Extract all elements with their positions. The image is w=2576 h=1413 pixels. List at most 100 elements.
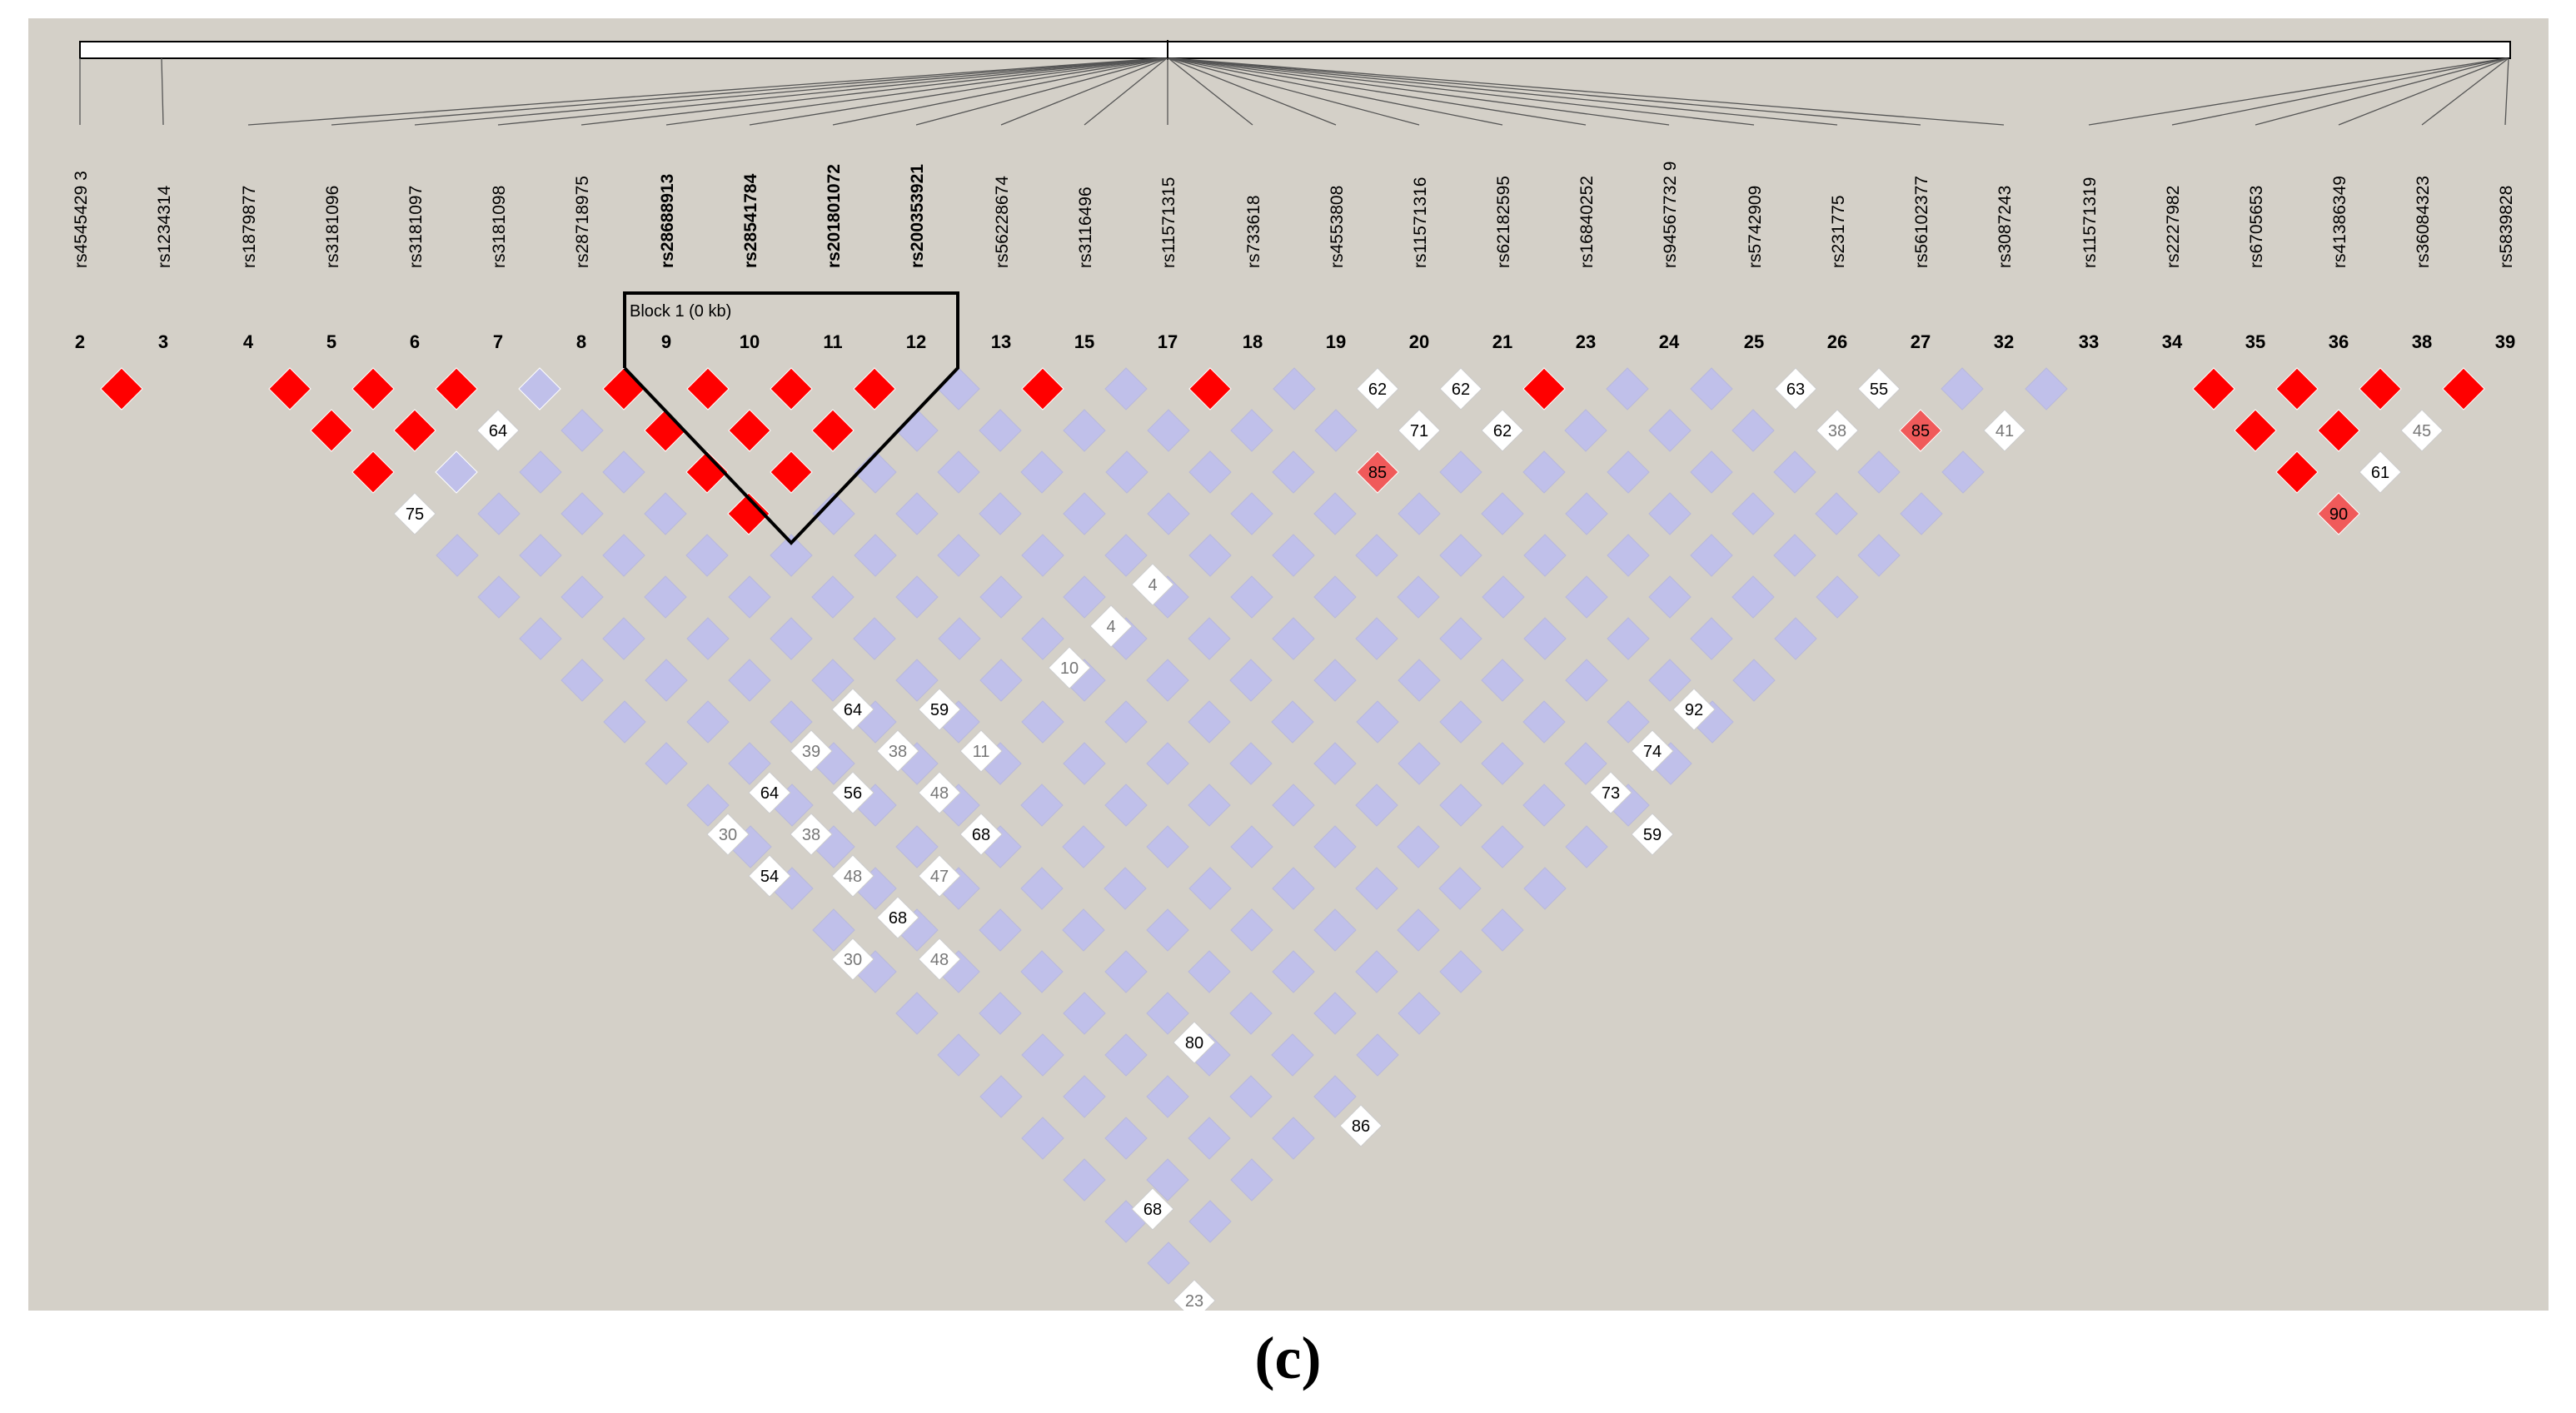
snp-connector bbox=[832, 57, 1167, 126]
ld-cell bbox=[1732, 659, 1776, 702]
ld-cell bbox=[1439, 700, 1482, 744]
ld-cell bbox=[561, 409, 604, 452]
ld-cell bbox=[1564, 409, 1607, 452]
ld-cell bbox=[854, 450, 897, 494]
ld-cell-value: 59 bbox=[930, 701, 949, 719]
snp-name-label: rs4553808 bbox=[1328, 186, 1347, 268]
ld-cell bbox=[1062, 908, 1105, 952]
snp-connector bbox=[749, 57, 1167, 126]
ld-cell bbox=[1020, 450, 1064, 494]
snp-connector bbox=[497, 57, 1165, 126]
snp-index-label: 12 bbox=[906, 331, 926, 352]
ld-cell bbox=[1063, 992, 1106, 1035]
ld-cell-value: 62 bbox=[1452, 381, 1470, 399]
ld-cell bbox=[1146, 825, 1189, 868]
ld-cell bbox=[1439, 617, 1482, 660]
ld-cell bbox=[1146, 1075, 1189, 1118]
ld-cell bbox=[1481, 825, 1524, 868]
ld-cell bbox=[770, 450, 813, 494]
ld-cell bbox=[811, 409, 855, 452]
snp-index-label: 4 bbox=[243, 331, 254, 352]
ld-cell bbox=[1690, 367, 1733, 410]
ld-cell bbox=[1816, 575, 1859, 619]
ld-cell bbox=[1815, 492, 1858, 535]
ld-cell bbox=[2359, 450, 2402, 494]
ld-cell bbox=[895, 575, 939, 619]
ld-heatmap: rs4545429 32rs12343143rs18798774rs318109… bbox=[72, 40, 2516, 1311]
block-label: Block 1 (0 kb) bbox=[630, 302, 731, 321]
ld-cell bbox=[1983, 409, 2026, 452]
ld-cell bbox=[1690, 534, 1733, 577]
ld-cell bbox=[770, 534, 813, 577]
ld-cell bbox=[1731, 492, 1775, 535]
ld-cell bbox=[853, 617, 896, 660]
ld-cell bbox=[1272, 1117, 1315, 1160]
ld-cell bbox=[1188, 1117, 1231, 1160]
ld-cell bbox=[1690, 450, 1733, 494]
ld-cell bbox=[1589, 771, 1632, 814]
ld-cell bbox=[1104, 534, 1148, 577]
ld-cell bbox=[937, 367, 980, 410]
ld-cell bbox=[685, 450, 729, 494]
ld-cell bbox=[1522, 450, 1566, 494]
ld-cell bbox=[1564, 742, 1607, 785]
ld-cell bbox=[1272, 534, 1315, 577]
ld-cell bbox=[1439, 450, 1482, 494]
ld-cell bbox=[645, 742, 688, 785]
ld-cell bbox=[561, 659, 604, 702]
ld-cell bbox=[1105, 450, 1148, 494]
snp-connector bbox=[1168, 57, 1253, 126]
ld-cell bbox=[1397, 825, 1440, 868]
ld-cell-value: 73 bbox=[1602, 784, 1620, 803]
ld-cell bbox=[1146, 992, 1189, 1035]
ld-cell bbox=[979, 659, 1023, 702]
snp-index-label: 2 bbox=[75, 331, 85, 352]
ld-cell bbox=[1648, 492, 1692, 535]
snp-name-label: rs11571315 bbox=[1159, 177, 1178, 268]
ld-cell bbox=[1230, 908, 1273, 952]
ld-cell bbox=[519, 450, 562, 494]
ld-cell bbox=[770, 617, 813, 660]
snp-name-label: rs56102377 bbox=[1912, 176, 1931, 268]
ld-cell bbox=[1313, 992, 1357, 1035]
ld-cell bbox=[2400, 409, 2444, 452]
snp-connector bbox=[1168, 57, 1337, 126]
ld-cell-value: 4 bbox=[1148, 576, 1157, 595]
ld-cell bbox=[811, 659, 855, 702]
ld-cell bbox=[831, 854, 874, 898]
ld-cell bbox=[1021, 367, 1064, 410]
ld-cell bbox=[790, 813, 833, 856]
ld-cell bbox=[1313, 742, 1357, 785]
ld-cell bbox=[1230, 492, 1273, 535]
snp-connector bbox=[2504, 57, 2509, 126]
ld-cell bbox=[518, 367, 561, 410]
ld-cell bbox=[1941, 450, 1985, 494]
ld-cell bbox=[853, 367, 896, 410]
ld-cell bbox=[770, 700, 813, 744]
ld-cell bbox=[1398, 742, 1441, 785]
ld-cell bbox=[1188, 950, 1231, 993]
ld-cell-value: 56 bbox=[844, 784, 862, 803]
ld-cell bbox=[1229, 659, 1273, 702]
ld-cell bbox=[1606, 367, 1649, 410]
ld-cell bbox=[477, 575, 521, 619]
ld-cell bbox=[1773, 534, 1816, 577]
snp-name-label: rs3181097 bbox=[406, 186, 426, 268]
ld-cell bbox=[1398, 492, 1441, 535]
ld-cell bbox=[728, 409, 771, 452]
haplotype-block-outline bbox=[623, 291, 959, 545]
snp-connector bbox=[1168, 57, 1503, 126]
ld-cell bbox=[1063, 409, 1106, 452]
ld-cell bbox=[770, 367, 813, 410]
snp-connector bbox=[580, 57, 1166, 126]
ld-cell bbox=[602, 450, 645, 494]
snp-index-label: 36 bbox=[2329, 331, 2349, 352]
ld-cell-value: 85 bbox=[1911, 422, 1930, 440]
ld-cell bbox=[728, 659, 771, 702]
ld-cell bbox=[1131, 563, 1174, 606]
snp-name-label: rs3181098 bbox=[490, 186, 509, 268]
snp-name-label: rs733618 bbox=[1244, 195, 1263, 268]
ld-cell bbox=[1481, 742, 1524, 785]
ld-cell bbox=[1438, 867, 1482, 910]
ld-cell bbox=[1607, 700, 1650, 744]
